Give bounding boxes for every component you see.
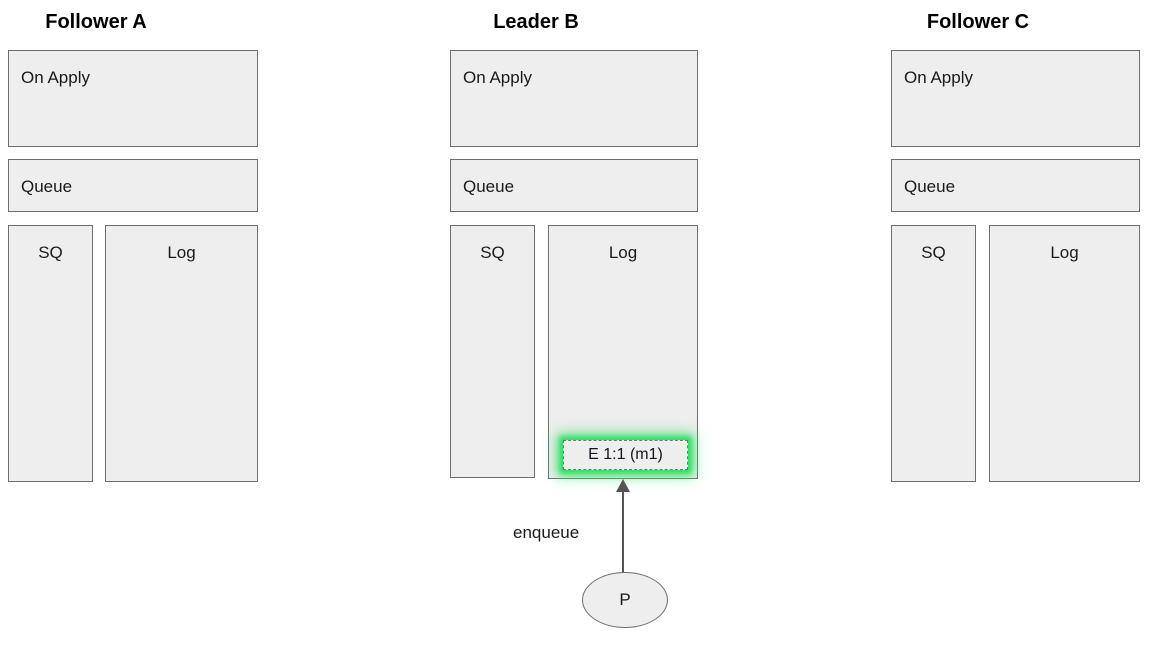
- on-apply-box-follower-a[interactable]: On Apply: [8, 50, 258, 147]
- log-label: Log: [608, 243, 638, 262]
- log-box-leader-b[interactable]: Log: [548, 225, 698, 479]
- sq-label: SQ: [480, 243, 505, 262]
- sq-box-follower-c[interactable]: SQ: [891, 225, 976, 482]
- column-title-follower-a: Follower A: [45, 11, 147, 33]
- queue-label: Queue: [904, 177, 956, 196]
- log-label: Log: [1050, 243, 1079, 262]
- log-label: Log: [167, 243, 196, 262]
- on-apply-label: On Apply: [904, 68, 973, 87]
- sq-box-leader-b[interactable]: SQ: [450, 225, 535, 478]
- on-apply-label: On Apply: [463, 68, 532, 87]
- queue-label: Queue: [21, 177, 73, 196]
- enqueue-arrow-head: [616, 479, 630, 492]
- enqueue-arrow-line: [622, 492, 624, 573]
- on-apply-box-follower-c[interactable]: On Apply: [891, 50, 1140, 147]
- column-title-follower-c: Follower C: [926, 11, 1030, 33]
- column-title-leader-b: Leader B: [493, 11, 579, 33]
- on-apply-box-leader-b[interactable]: On Apply: [450, 50, 698, 147]
- log-box-follower-a[interactable]: Log: [105, 225, 258, 482]
- sq-box-follower-a[interactable]: SQ: [8, 225, 93, 482]
- on-apply-label: On Apply: [21, 68, 90, 87]
- producer-node[interactable]: P: [582, 572, 668, 628]
- log-entry-highlighted[interactable]: E 1:1 (m1): [563, 440, 688, 470]
- sq-label: SQ: [921, 243, 946, 262]
- enqueue-edge-label: enqueue: [513, 523, 580, 542]
- queue-label: Queue: [463, 177, 515, 196]
- queue-box-follower-c[interactable]: Queue: [891, 159, 1140, 212]
- queue-box-follower-a[interactable]: Queue: [8, 159, 258, 212]
- sq-label: SQ: [38, 243, 63, 262]
- queue-box-leader-b[interactable]: Queue: [450, 159, 698, 212]
- log-box-follower-c[interactable]: Log: [989, 225, 1140, 482]
